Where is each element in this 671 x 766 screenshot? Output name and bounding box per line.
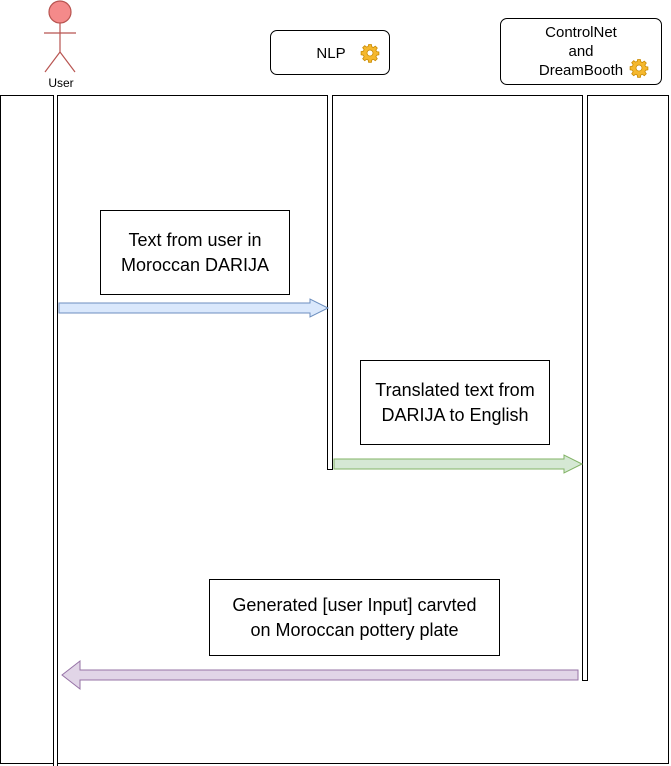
actor-right-leg bbox=[59, 51, 76, 73]
lifeline-controlnet-dreambooth bbox=[582, 95, 588, 681]
participant-nlp-label: NLP bbox=[316, 45, 346, 62]
message-label-user-to-nlp: Text from user in Moroccan DARIJA bbox=[100, 210, 290, 295]
message-label-controlnet-to-user: Generated [user Input] carvted on Morocc… bbox=[209, 579, 500, 656]
actor-head bbox=[48, 0, 72, 24]
lifeline-user bbox=[53, 95, 58, 766]
participant-nlp[interactable]: NLP bbox=[270, 30, 390, 75]
message-label-nlp-to-controlnet: Translated text from DARIJA to English bbox=[360, 360, 550, 445]
diagram-frame bbox=[0, 95, 669, 764]
participant-controlnet-label: ControlNet and DreamBooth bbox=[538, 24, 624, 79]
participant-controlnet-dreambooth[interactable]: ControlNet and DreamBooth bbox=[500, 18, 662, 85]
actor-label: User bbox=[48, 76, 74, 90]
stick-figure-icon bbox=[44, 0, 76, 73]
lifeline-nlp bbox=[327, 95, 333, 470]
gear-icon bbox=[360, 43, 380, 63]
gear-icon bbox=[629, 58, 649, 78]
actor-left-leg bbox=[44, 51, 61, 73]
